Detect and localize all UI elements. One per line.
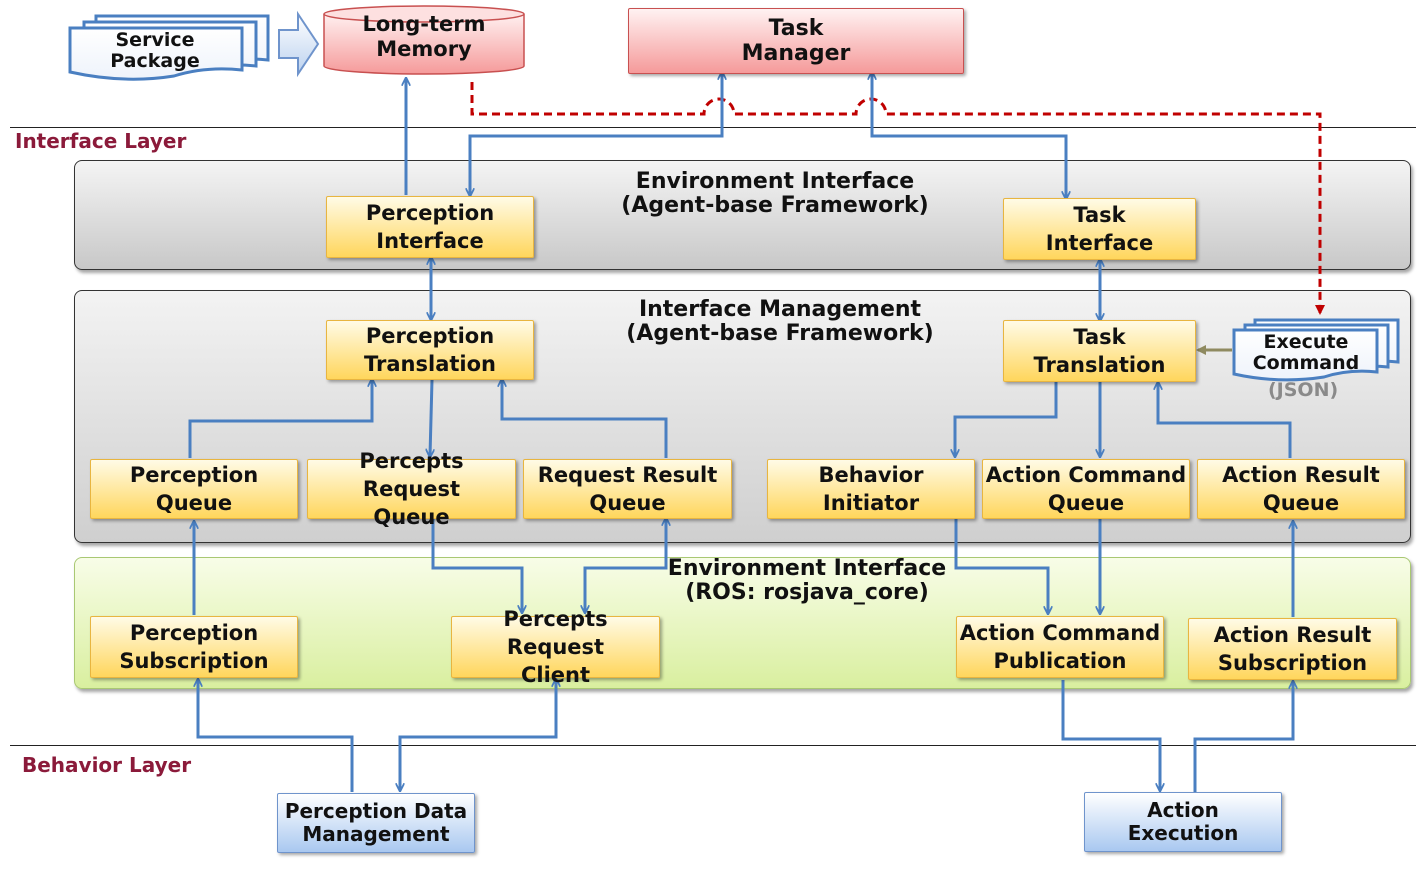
task-interface-box: Task Interface	[1003, 198, 1196, 260]
perception-subscription-box: Perception Subscription	[90, 616, 298, 678]
behavior-layer-line	[10, 745, 1416, 746]
behavior-layer-label: Behavior Layer	[22, 753, 192, 777]
environment-interface-ros-title: Environment Interface (ROS: rosjava_core…	[667, 556, 947, 605]
request-result-queue-box: Request Result Queue	[523, 459, 732, 519]
json-format-label: (JSON)	[1268, 379, 1339, 401]
action-execution-box: Action Execution	[1084, 792, 1282, 852]
long-term-memory-cylinder	[323, 5, 525, 75]
perception-queue-box: Perception Queue	[90, 459, 298, 519]
interface-management-title: Interface Management (Agent-base Framewo…	[626, 297, 934, 346]
perception-data-management-box: Perception Data Management	[277, 793, 475, 853]
action-command-queue-box: Action Command Queue	[982, 459, 1190, 519]
action-result-queue-box: Action Result Queue	[1197, 459, 1405, 519]
interface-layer-label: Interface Layer	[15, 129, 187, 153]
service-package-documents	[68, 14, 270, 81]
action-result-subscription-box: Action Result Subscription	[1188, 618, 1397, 680]
action-command-publication-box: Action Command Publication	[956, 616, 1164, 678]
service-to-memory-arrow	[278, 10, 320, 78]
service-package-label: Service Package	[110, 29, 200, 72]
percepts-request-queue-box: Percepts Request Queue	[307, 449, 516, 529]
perception-interface-box: Perception Interface	[326, 196, 534, 258]
perception-translation-box: Perception Translation	[326, 320, 534, 380]
percepts-request-client-box: Percepts Request Client	[451, 607, 660, 687]
task-translation-box: Task Translation	[1003, 320, 1196, 382]
long-term-memory-label: Long-term Memory	[362, 12, 486, 61]
behavior-initiator-box: Behavior Initiator	[767, 459, 975, 519]
execute-command-documents	[1232, 318, 1400, 382]
task-manager-box: Task Manager	[628, 8, 964, 74]
execute-command-label: Execute Command	[1252, 331, 1360, 374]
